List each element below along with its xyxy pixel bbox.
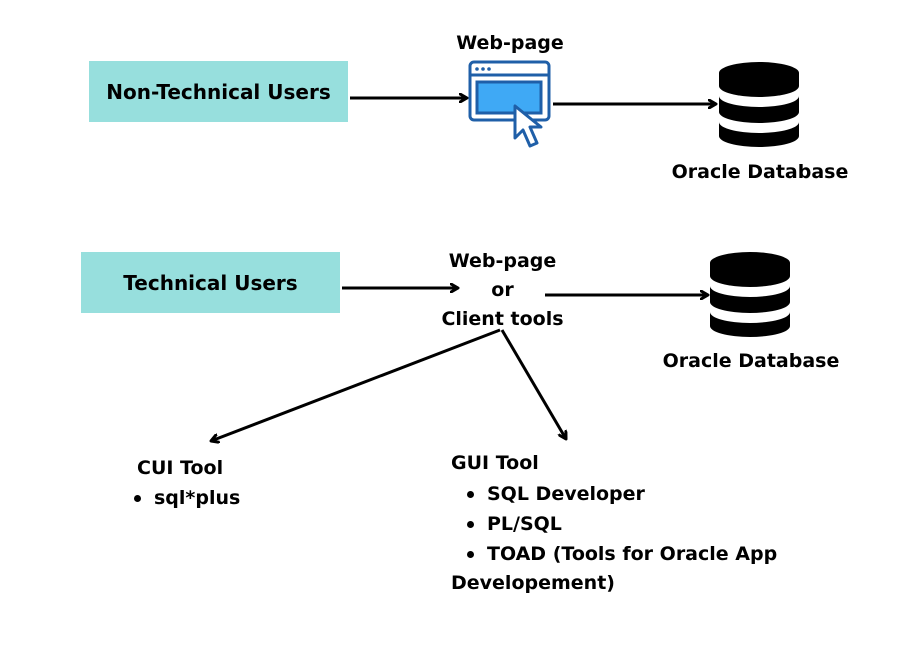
- arrow-to-gui-tool: [500, 329, 566, 439]
- gui-tool-title: GUI Tool: [451, 452, 539, 474]
- database-icon: [710, 252, 790, 337]
- middle-line-or: or: [491, 279, 514, 301]
- middle-line-webpage: Web-page: [448, 250, 557, 272]
- non-technical-users-box: Non-Technical Users: [89, 61, 348, 122]
- webpage-or-clienttools: Web-page or Client tools: [425, 247, 580, 334]
- oracle-database-label-1: Oracle Database: [671, 161, 849, 183]
- technical-users-box: Technical Users: [81, 252, 340, 313]
- database-icon: [719, 62, 799, 147]
- cui-tool-title: CUI Tool: [137, 457, 224, 479]
- cui-tool-list: sql*plus: [118, 483, 240, 513]
- arrow-to-cui-tool: [211, 328, 501, 441]
- list-item: sql*plus: [118, 483, 240, 513]
- oracle-database-label-2: Oracle Database: [662, 350, 840, 372]
- list-item: SQL Developer: [451, 479, 777, 509]
- non-technical-users-label: Non-Technical Users: [106, 79, 331, 104]
- gui-tool-list: SQL Developer PL/SQL TOAD (Tools for Ora…: [451, 479, 777, 569]
- list-item: TOAD (Tools for Oracle App: [451, 539, 777, 569]
- list-item: PL/SQL: [451, 509, 777, 539]
- gui-tool-continuation: Developement): [451, 572, 615, 594]
- webpage-title: Web-page: [456, 32, 564, 54]
- middle-line-client-tools: Client tools: [441, 308, 564, 330]
- web-browser-cursor-icon: [468, 60, 551, 148]
- technical-users-label: Technical Users: [123, 270, 298, 295]
